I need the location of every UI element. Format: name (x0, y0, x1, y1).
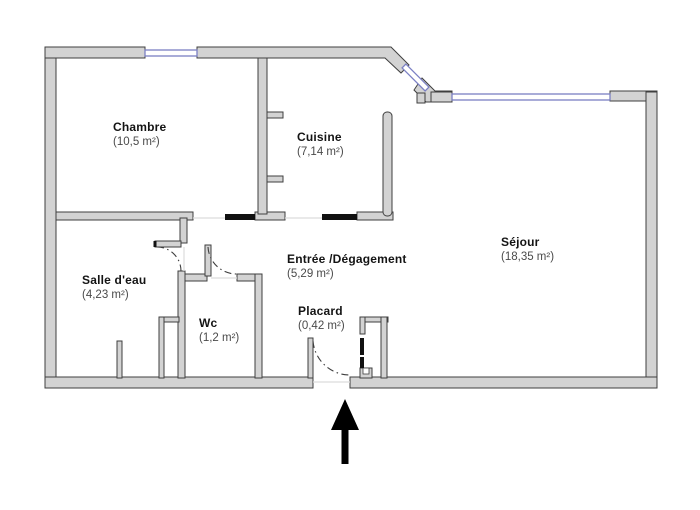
wall-cuisine-stub-1 (266, 111, 284, 119)
interior-walls (55, 57, 394, 379)
sde-door-leaf-cap (153, 241, 157, 247)
wall-bottom-right (349, 376, 658, 389)
room-area: (10,5 m²) (113, 136, 160, 148)
wall-right (645, 91, 658, 389)
room-name: Salle d'eau (82, 273, 147, 287)
wall-bottom-left (44, 376, 314, 389)
room-name: Placard (298, 304, 343, 318)
wall-top-with-diagonal-cut (196, 46, 410, 74)
wc-door-leaf (204, 244, 212, 277)
wall-duct-left (158, 316, 165, 379)
room-area: (4,23 m²) (82, 289, 129, 301)
wall-sde-wc-divider (177, 270, 186, 379)
room-name: Wc (199, 316, 218, 330)
room-label-wc: Wc (1,2 m²) (199, 316, 239, 345)
wall-sde-door-jamb (179, 217, 188, 244)
window-chambre (144, 49, 198, 57)
placard-stub-notch (362, 367, 370, 375)
room-label-placard: Placard (0,42 m²) (298, 304, 345, 333)
room-label-entree: Entrée /Dégagement (5,29 m²) (287, 252, 407, 281)
room-area: (0,42 m²) (298, 320, 345, 332)
room-label-sejour: Séjour (18,35 m²) (501, 235, 554, 264)
window-diagonal-sejour (401, 63, 430, 92)
entrance-door-leaf (307, 337, 314, 379)
door-swings (156, 246, 350, 376)
arrow-head (331, 399, 359, 430)
wall-hall-top-left (55, 211, 194, 221)
room-name: Chambre (113, 120, 167, 134)
door-arc-entrance (312, 340, 350, 376)
room-area: (1,2 m²) (199, 332, 240, 344)
arrow-shaft (341, 428, 349, 464)
wall-wc-top-a (184, 273, 208, 282)
room-name: Cuisine (297, 130, 342, 144)
wall-cuisine-right (382, 111, 393, 217)
entrance-arrow-icon (331, 399, 359, 464)
room-area: (18,35 m²) (501, 251, 555, 263)
room-area: (5,29 m²) (287, 268, 334, 280)
wall-bay-notch (416, 92, 426, 104)
wall-placard-left (359, 316, 366, 335)
opening-lines (183, 217, 350, 383)
wall-top-chambre-left (44, 46, 146, 59)
door-arc-salle-deau (156, 246, 182, 272)
wall-placard-right (380, 316, 388, 379)
room-name: Entrée /Dégagement (287, 252, 407, 266)
wall-left (44, 46, 57, 389)
wall-wc-right (254, 273, 263, 379)
door-arc-wc (207, 246, 238, 275)
wall-top-sejour-left (430, 91, 453, 103)
window-sejour (451, 93, 611, 101)
room-name: Séjour (501, 235, 540, 249)
windows (144, 49, 611, 101)
wall-chambre-cuisine (257, 57, 268, 215)
room-area: (7,14 m²) (297, 146, 344, 158)
wall-sde-partition (116, 340, 123, 379)
placard-door-panel-1 (360, 338, 364, 355)
door-bar-cuisine (322, 214, 357, 220)
room-label-cuisine: Cuisine (7,14 m²) (297, 130, 344, 159)
room-label-chambre: Chambre (10,5 m²) (113, 120, 166, 149)
door-markers (225, 214, 357, 220)
room-label-salle-deau: Salle d'eau (4,23 m²) (82, 273, 146, 302)
placard-door-panel-2 (360, 357, 364, 368)
door-bar-chambre (225, 214, 255, 220)
sde-door-leaf (154, 240, 182, 248)
wall-cuisine-stub-2 (266, 175, 284, 183)
